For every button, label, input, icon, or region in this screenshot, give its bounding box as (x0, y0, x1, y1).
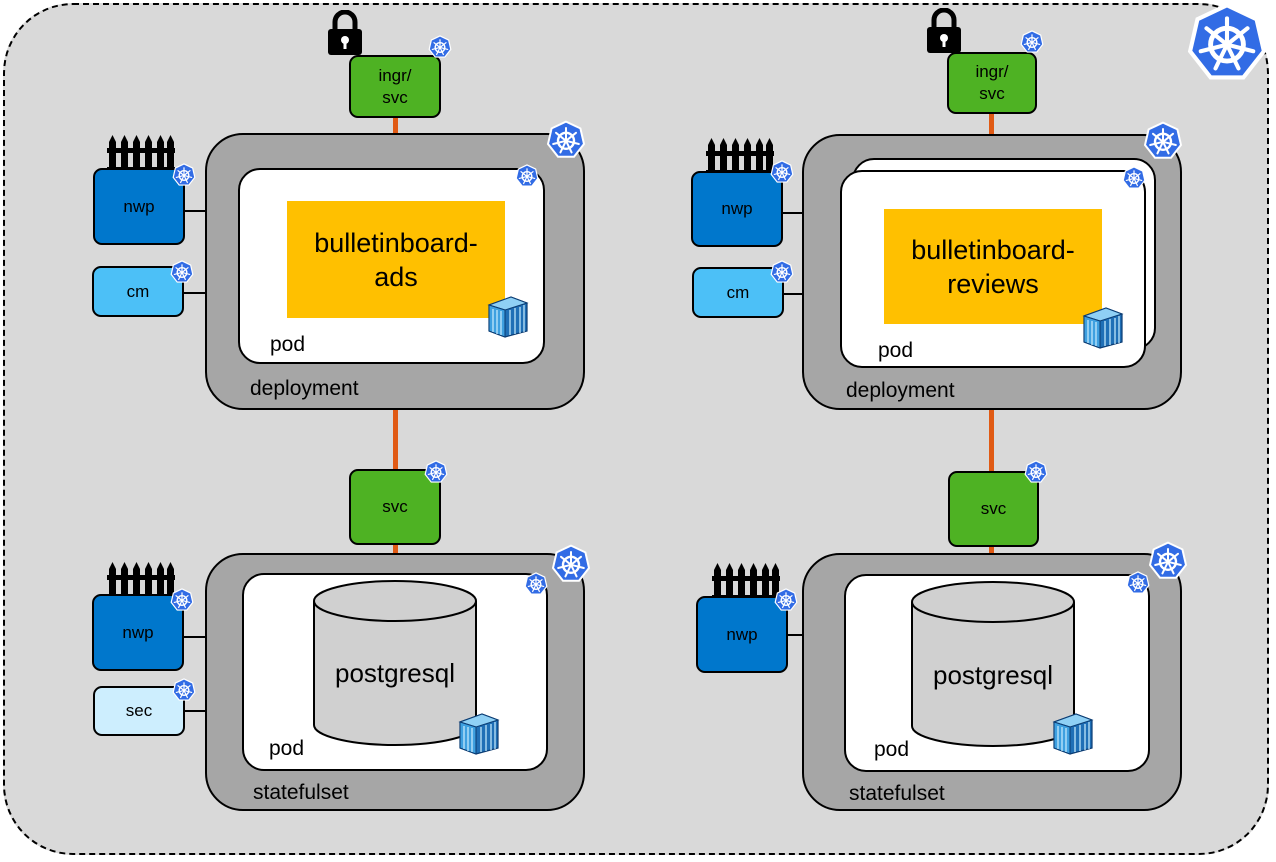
kubernetes-icon (515, 164, 535, 184)
database-label: postgresql (335, 658, 455, 688)
statefulset-label: statefulset (253, 781, 349, 804)
kubernetes-icon (770, 260, 790, 280)
container-icon (1052, 712, 1094, 756)
secret: sec (93, 686, 185, 736)
kubernetes-icon (524, 572, 544, 592)
database-label: postgresql (933, 660, 1053, 690)
cm-connector (183, 292, 207, 294)
kubernetes-icon (1024, 460, 1044, 480)
kubernetes-icon (774, 588, 794, 608)
nwp-connector (781, 212, 803, 214)
app-container: bulletinboard- reviews (884, 209, 1102, 324)
container-icon (458, 712, 500, 756)
deployment-label: deployment (846, 379, 955, 402)
kubernetes-cluster-icon (1186, 2, 1268, 84)
container-icon (1082, 306, 1124, 350)
nwp-connector (183, 636, 207, 638)
kubernetes-icon (1126, 571, 1146, 591)
kubernetes-icon (551, 544, 591, 584)
lock-icon (327, 10, 363, 56)
cm-connector (781, 293, 803, 295)
ingress-service: ingr/ svc (349, 55, 441, 118)
configmap: cm (92, 266, 184, 317)
network-policy: nwp (691, 171, 783, 247)
configmap: cm (692, 267, 784, 318)
kubernetes-icon (1020, 30, 1040, 50)
kubernetes-icon (428, 35, 448, 55)
pod-label: pod (269, 737, 305, 760)
statefulset-label: statefulset (849, 782, 945, 805)
kubernetes-icon (1122, 166, 1142, 186)
kubernetes-icon (1143, 121, 1183, 161)
network-policy: nwp (93, 168, 185, 245)
kubernetes-icon (1148, 541, 1188, 581)
pod-label: pod (270, 333, 306, 356)
kubernetes-icon (170, 260, 190, 280)
service: svc (349, 469, 441, 545)
sec-connector (183, 710, 207, 712)
pod-label: pod (878, 339, 914, 362)
service: svc (948, 471, 1039, 547)
kubernetes-icon (172, 163, 192, 183)
deployment-label: deployment (250, 377, 359, 400)
network-policy: nwp (92, 594, 184, 671)
network-policy: nwp (696, 596, 788, 673)
pod-label: pod (874, 738, 910, 761)
kubernetes-icon (170, 588, 190, 608)
lock-icon (926, 8, 962, 54)
ingress-service: ingr/ svc (947, 52, 1037, 114)
app-container: bulletinboard- ads (287, 201, 505, 318)
container-icon (487, 295, 529, 339)
kubernetes-icon (770, 160, 790, 180)
nwp-connector (786, 634, 804, 636)
nwp-connector (183, 210, 207, 212)
kubernetes-icon (424, 460, 444, 480)
kubernetes-icon (172, 678, 192, 698)
kubernetes-icon (546, 120, 586, 160)
